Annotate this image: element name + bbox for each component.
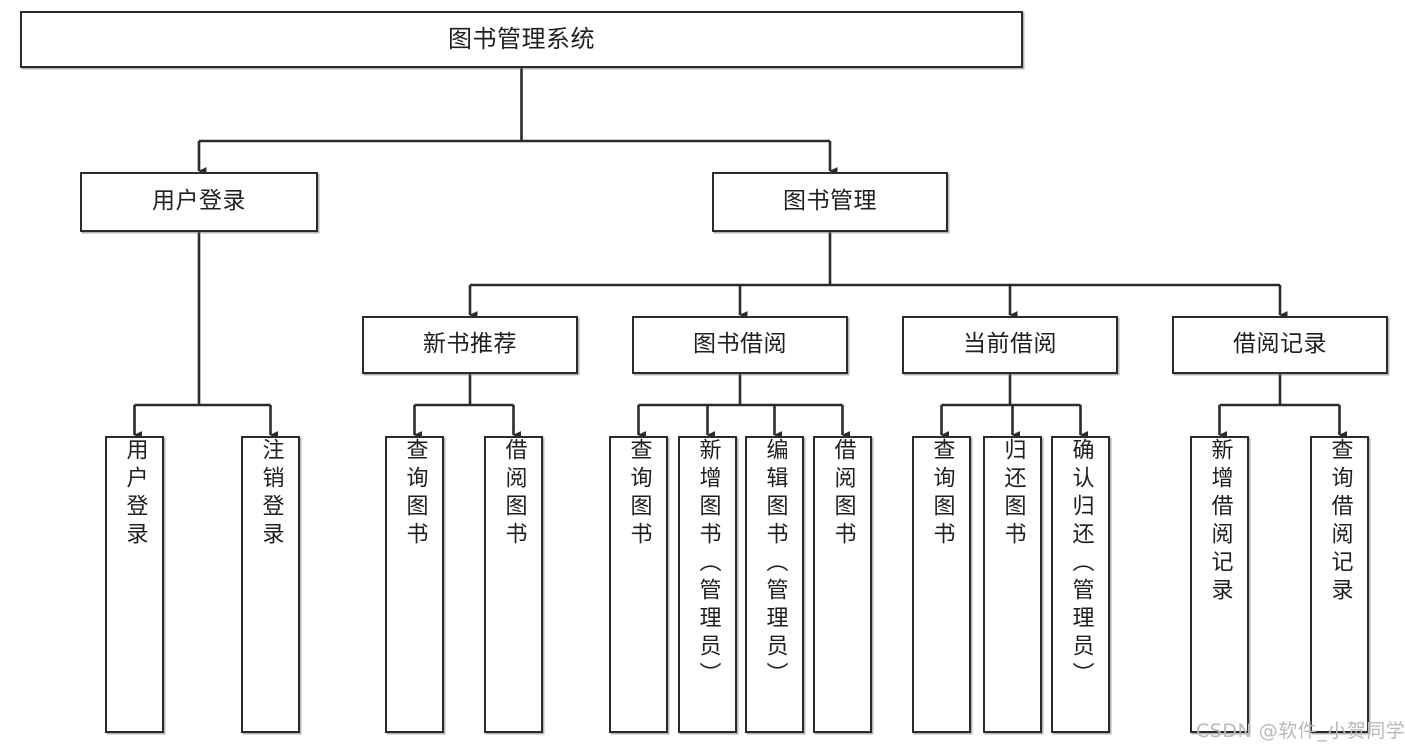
node-label: 图书借阅 [693,331,787,358]
node-label: 归还图书 [1000,438,1026,550]
node-leaf-add-book[interactable]: 新增图书（管理员） [678,436,737,733]
node-leaf-edit-book[interactable]: 编辑图书（管理员） [745,436,804,733]
node-label: 借阅图书 [501,438,527,550]
node-label: 查询借阅记录 [1327,438,1353,606]
node-leaf-return-book[interactable]: 归还图书 [983,436,1042,733]
node-label: 用户登录 [122,438,148,550]
node-label: 新增图书（管理员） [695,438,721,690]
node-label: 借阅记录 [1233,331,1327,358]
node-label: 确认归还（管理员） [1068,438,1094,690]
node-label: 查询图书 [626,438,652,550]
node-label: 注销登录 [258,438,284,550]
node-leaf-add-record[interactable]: 新增借阅记录 [1190,436,1249,733]
node-user-login[interactable]: 用户登录 [80,172,318,232]
node-label: 当前借阅 [963,331,1057,358]
node-label: 借阅图书 [830,438,856,550]
node-label: 编辑图书（管理员） [762,438,788,690]
node-leaf-logout[interactable]: 注销登录 [241,436,300,733]
node-leaf-query-record[interactable]: 查询借阅记录 [1310,436,1369,733]
node-book-borrow[interactable]: 图书借阅 [632,316,848,374]
node-label: 查询图书 [929,438,955,550]
node-label: 用户登录 [152,188,246,215]
csdn-watermark: CSDN @软件_小贺同学 [1196,720,1405,742]
node-leaf-query-book-borrow[interactable]: 查询图书 [609,436,668,733]
node-label: 图书管理 [783,188,877,215]
node-borrow-record[interactable]: 借阅记录 [1172,316,1388,374]
node-label: 新增借阅记录 [1207,438,1233,606]
node-leaf-user-login[interactable]: 用户登录 [105,436,164,733]
node-leaf-query-book-cur[interactable]: 查询图书 [912,436,971,733]
node-label: 查询图书 [402,438,428,550]
node-label: 图书管理系统 [448,25,595,54]
node-leaf-confirm-return[interactable]: 确认归还（管理员） [1051,436,1110,733]
node-leaf-borrow-book[interactable]: 借阅图书 [813,436,872,733]
node-leaf-query-book-rec[interactable]: 查询图书 [385,436,444,733]
node-book-manage[interactable]: 图书管理 [712,172,948,232]
node-label: 新书推荐 [423,331,517,358]
node-new-book-rec[interactable]: 新书推荐 [362,316,578,374]
node-root[interactable]: 图书管理系统 [20,11,1023,68]
node-leaf-borrow-book-rec[interactable]: 借阅图书 [484,436,543,733]
node-current-borrow[interactable]: 当前借阅 [902,316,1118,374]
